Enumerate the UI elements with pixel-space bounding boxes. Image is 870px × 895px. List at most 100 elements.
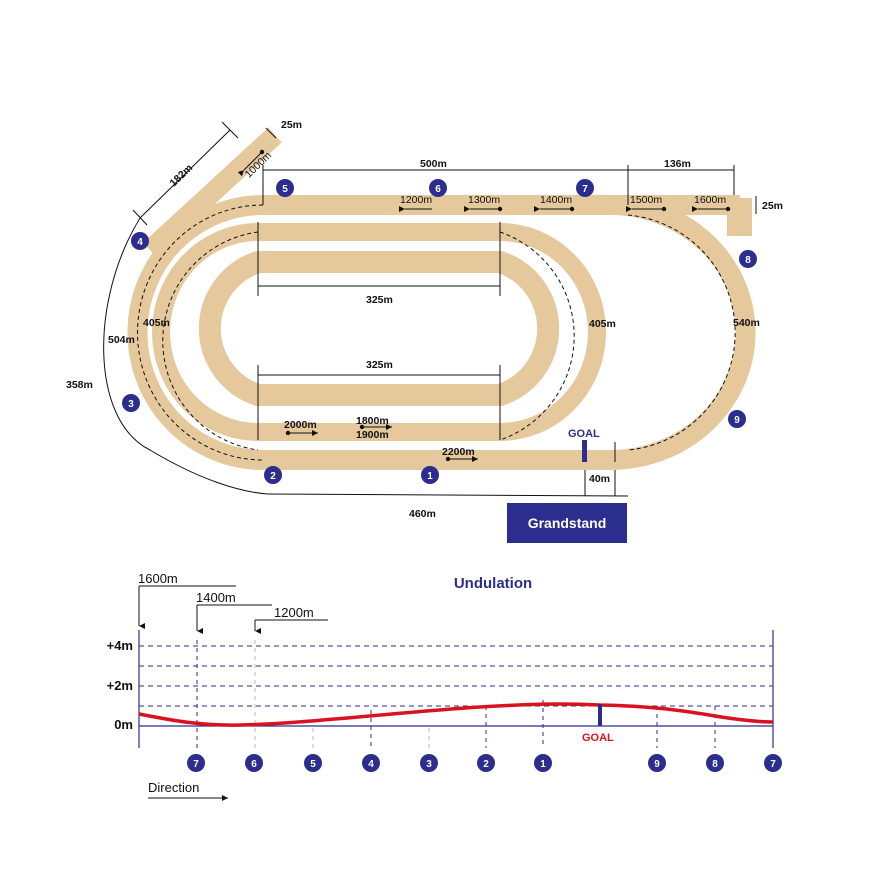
label-136m: 136m [664, 158, 691, 170]
label-goal-track: GOAL [568, 428, 600, 440]
profile-marker-9: 7 [764, 754, 782, 772]
label-1300m: 1300m [468, 194, 500, 206]
dot-1600 [725, 206, 731, 212]
svg-text:6: 6 [251, 759, 257, 770]
start-label-1200m: 1200m [274, 605, 314, 620]
dot-1800 [359, 424, 365, 430]
svg-text:9: 9 [734, 415, 740, 426]
dashed-rail-outer [137, 204, 264, 461]
svg-text:4: 4 [137, 237, 143, 248]
svg-text:9: 9 [654, 759, 660, 770]
dashed-rail-middle-left [162, 231, 259, 451]
label-grandstand: Grandstand [528, 515, 607, 531]
svg-text:1: 1 [540, 759, 546, 770]
svg-text:3: 3 [128, 399, 134, 410]
corner-marker-5: 5 [276, 179, 294, 197]
arrow-1000 [237, 151, 263, 177]
profile-marker-2: 5 [304, 754, 322, 772]
label-460m: 460m [409, 508, 436, 520]
dot-1000 [259, 149, 265, 155]
corner-marker-4: 4 [131, 232, 149, 250]
label-25m-right: 25m [762, 200, 783, 212]
y-label-0m: 0m [114, 717, 133, 732]
goal-post [582, 440, 587, 462]
svg-text:5: 5 [310, 759, 316, 770]
label-2000m: 2000m [284, 419, 317, 431]
label-2200m: 2200m [442, 446, 475, 458]
label-405m-left: 405m [143, 317, 170, 329]
undulation-title: Undulation [454, 575, 532, 592]
measure-182-tick2 [221, 121, 239, 139]
profile-goal-post [598, 704, 602, 726]
dashed-rail-middle-right [499, 231, 575, 441]
profile-guides [196, 640, 716, 748]
dot-2200 [445, 456, 451, 462]
corner-marker-1: 1 [421, 466, 439, 484]
label-40m: 40m [589, 473, 610, 485]
measure-182-tick1 [132, 209, 148, 226]
label-325m-top: 325m [366, 294, 393, 306]
start-label-1600m: 1600m [138, 571, 178, 586]
track-layer [103, 121, 757, 543]
dot-2000 [285, 430, 291, 436]
corner-marker-7: 7 [576, 179, 594, 197]
svg-text:7: 7 [193, 759, 199, 770]
start-label-1400m: 1400m [196, 590, 236, 605]
svg-text:2: 2 [483, 759, 489, 770]
label-540m: 540m [733, 317, 760, 329]
label-25m-top: 25m [281, 119, 302, 131]
profile-marker-0: 7 [187, 754, 205, 772]
outline-358-arc [103, 217, 269, 495]
label-500m: 500m [420, 158, 447, 170]
label-405m-right: 405m [589, 318, 616, 330]
corner-marker-2: 2 [264, 466, 282, 484]
profile-goal-label: GOAL [582, 732, 614, 744]
dot-1500 [661, 206, 667, 212]
dot-1300 [497, 206, 503, 212]
corner-marker-8: 8 [739, 250, 757, 268]
svg-text:4: 4 [368, 759, 374, 770]
right-chute [727, 198, 752, 236]
svg-text:5: 5 [282, 184, 288, 195]
profile-marker-8: 8 [706, 754, 724, 772]
svg-text:7: 7 [770, 759, 776, 770]
measure-25-top [265, 127, 277, 139]
undulation-panel: Undulation +4m +2m 0m 1600m 1400m 1200m [107, 571, 782, 801]
label-182m: 182m [167, 162, 195, 189]
label-325m-bottom: 325m [366, 359, 393, 371]
corner-marker-6: 6 [429, 179, 447, 197]
label-504m: 504m [108, 334, 135, 346]
svg-text:1: 1 [427, 471, 433, 482]
label-1800m: 1800m [356, 415, 389, 427]
dashed-rail-right [627, 214, 736, 451]
direction-label: Direction [148, 780, 199, 795]
label-1600m: 1600m [694, 194, 726, 206]
label-1900m: 1900m [356, 429, 389, 441]
label-358m: 358m [66, 379, 93, 391]
corner-markers: 1 2 3 4 5 6 7 8 9 [122, 179, 757, 484]
svg-text:3: 3 [426, 759, 432, 770]
y-label-2m: +2m [107, 678, 133, 693]
y-label-4m: +4m [107, 638, 133, 653]
profile-marker-5: 2 [477, 754, 495, 772]
label-1500m: 1500m [630, 194, 662, 206]
corner-marker-9: 9 [728, 410, 746, 428]
profile-marker-1: 6 [245, 754, 263, 772]
grandstand-box [507, 503, 627, 543]
outline-460-line [267, 493, 629, 497]
elevation-profile-line [138, 702, 774, 727]
label-1200m: 1200m [400, 194, 432, 206]
profile-marker-7: 9 [648, 754, 666, 772]
label-1400m: 1400m [540, 194, 572, 206]
svg-text:7: 7 [582, 184, 588, 195]
profile-marker-4: 3 [420, 754, 438, 772]
measure-182-line [139, 129, 231, 219]
svg-text:2: 2 [270, 471, 276, 482]
svg-text:6: 6 [435, 184, 441, 195]
dot-1400 [569, 206, 575, 212]
svg-text:8: 8 [745, 255, 751, 266]
corner-marker-3: 3 [122, 394, 140, 412]
svg-text:8: 8 [712, 759, 718, 770]
